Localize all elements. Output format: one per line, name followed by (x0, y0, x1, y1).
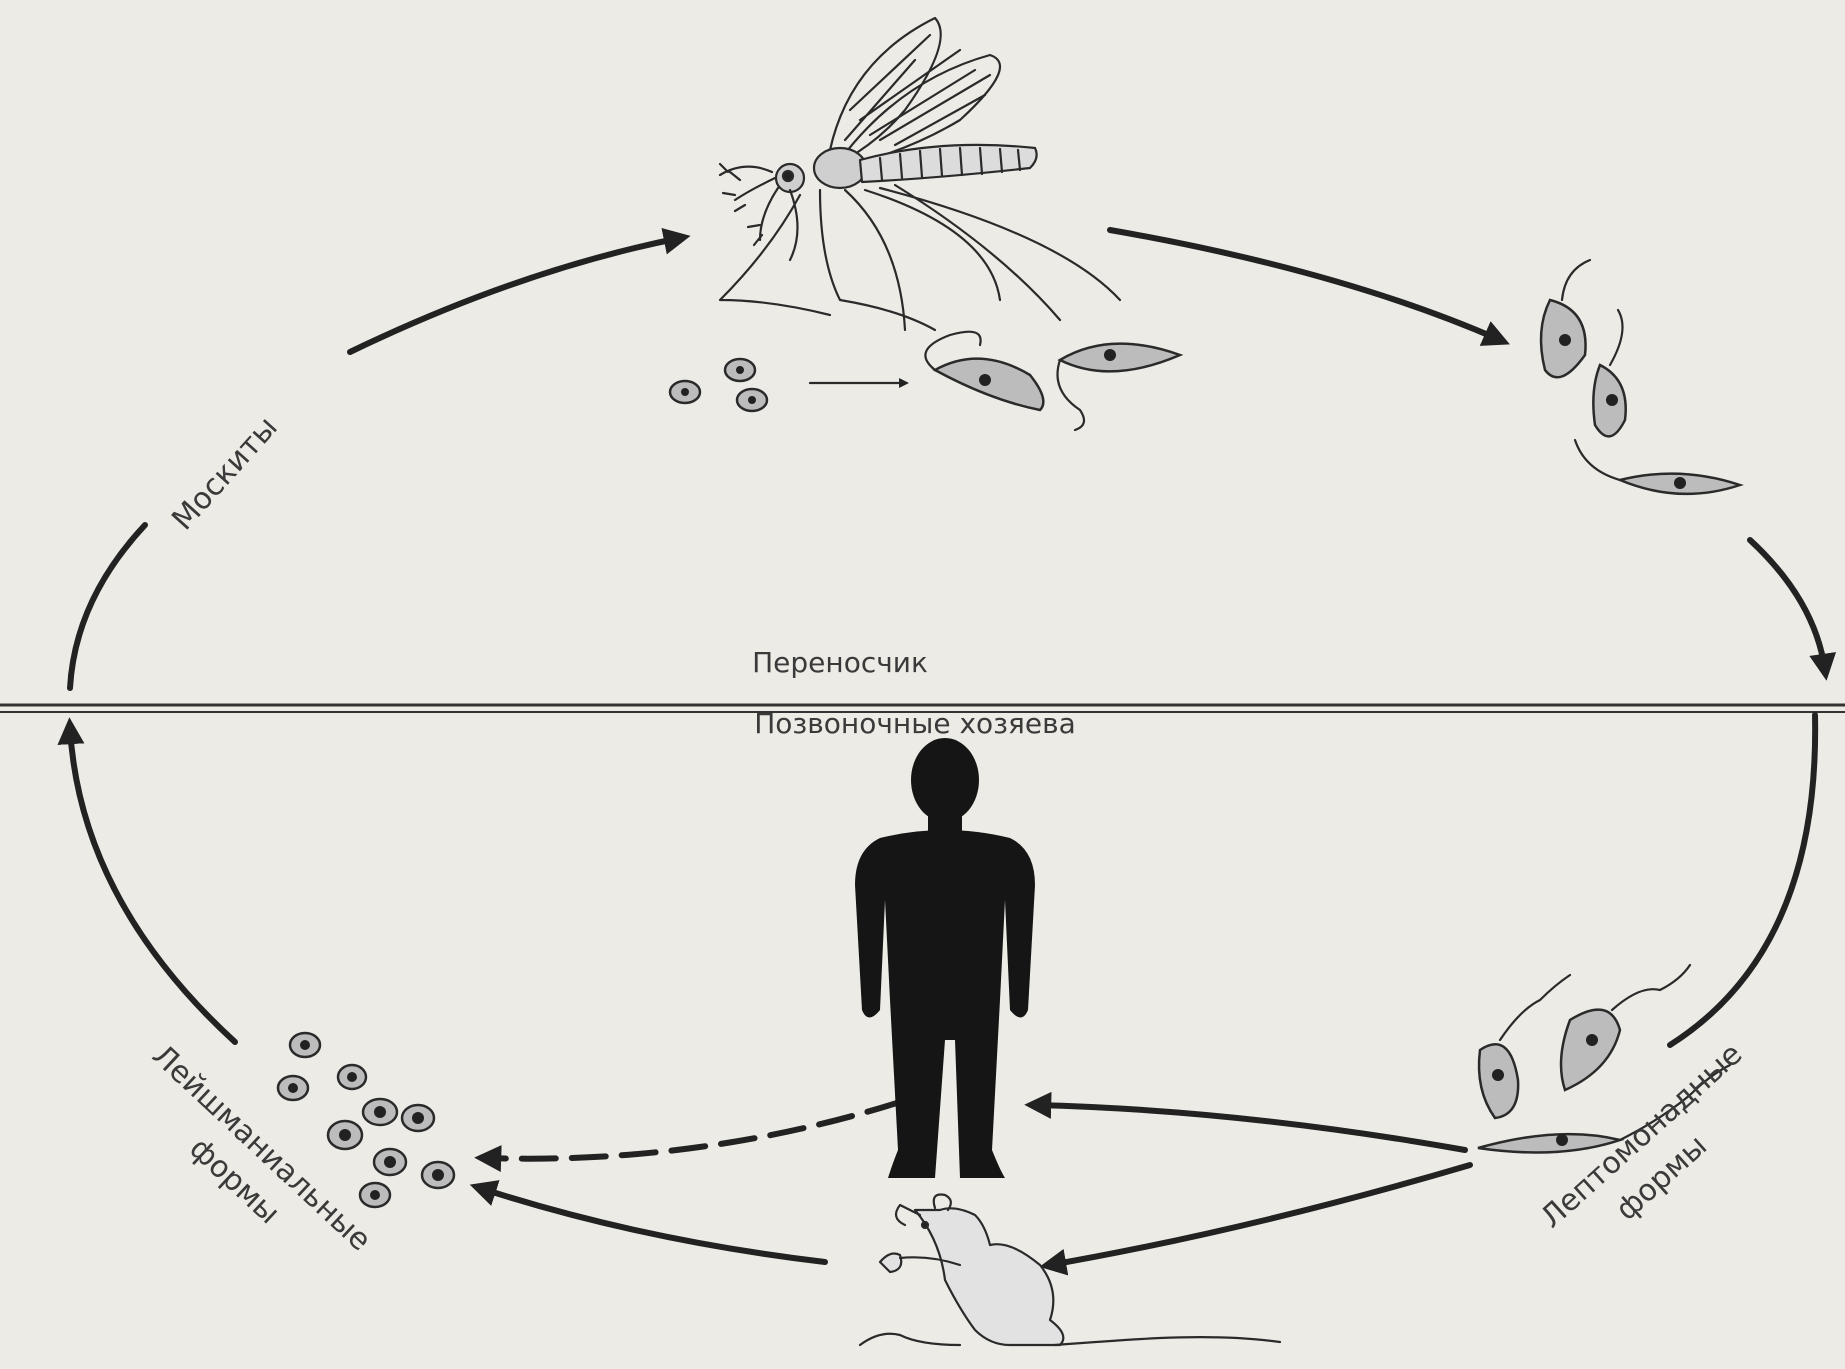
human-silhouette-icon (855, 738, 1035, 1178)
arrow-leptomonad-to-human (1035, 1105, 1465, 1150)
arrow-to-mosquito (350, 238, 680, 352)
arrow-left-lower-arc (70, 728, 235, 1042)
rodent-icon (860, 1195, 1280, 1345)
arrow-rodent-to-leishmanial (480, 1188, 825, 1262)
label-mosquitoes: Москиты (165, 410, 284, 537)
ingested-leishmanial-cells (670, 359, 767, 411)
leptomonad-flagellate-icon (1478, 965, 1730, 1153)
label-vertebrate-hosts: Позвоночные хозяева (754, 707, 1076, 740)
flagellates-in-vector (925, 332, 1180, 430)
arrow-left-upper-arc (70, 525, 145, 688)
arrow-flagellates-down (1750, 540, 1825, 670)
arrow-leptomonad-to-rodent (1050, 1165, 1470, 1265)
sandfly-mosquito-icon (720, 18, 1120, 330)
flagellates-upper-right (1541, 260, 1740, 494)
arrow-right-lower-arc (1670, 715, 1815, 1045)
arrow-mosquito-to-flagellates (1110, 230, 1500, 340)
label-vector: Переносчик (752, 646, 928, 679)
arrow-human-to-leishmanial-dashed (485, 1102, 900, 1159)
